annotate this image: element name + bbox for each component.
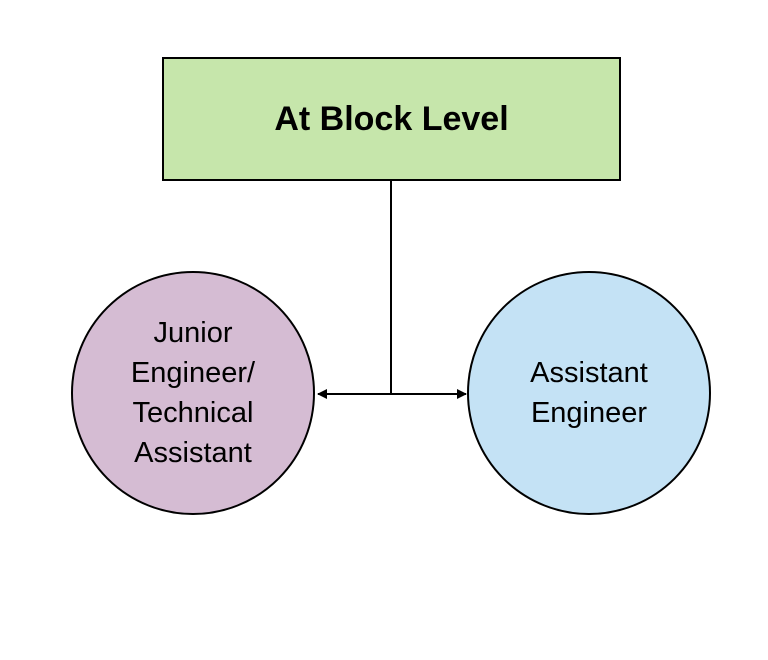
right-node-shape — [467, 271, 711, 515]
top-box-label: At Block Level — [274, 99, 509, 138]
left-node-line: Engineer/ — [130, 357, 256, 389]
right-node-line: Engineer — [530, 397, 648, 429]
top-box-shape — [162, 57, 621, 181]
right-node-line: Assistant — [530, 357, 648, 389]
left-node-line: Technical — [132, 397, 254, 429]
right-node-label: Assistant Engineer — [468, 272, 710, 514]
left-node-line: Assistant — [134, 437, 252, 469]
left-node-shape — [71, 271, 315, 515]
left-node-label: Junior Engineer/ Technical Assistant — [72, 272, 314, 514]
left-node-line: Junior — [153, 317, 233, 349]
